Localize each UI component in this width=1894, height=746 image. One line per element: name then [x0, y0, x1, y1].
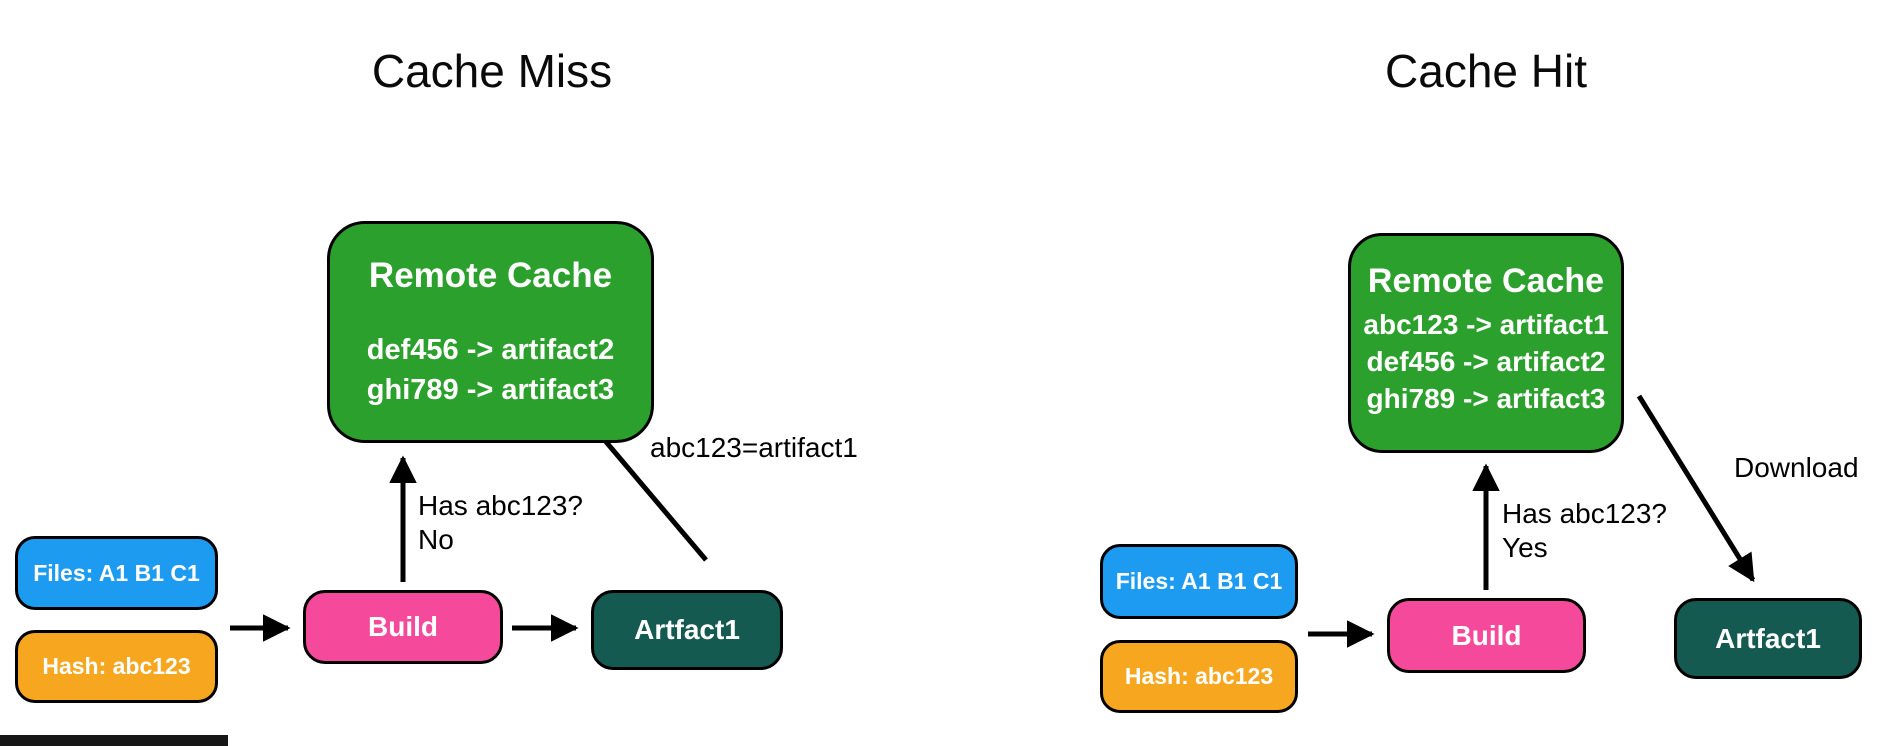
left-files-node: Files: A1 B1 C1: [15, 536, 218, 610]
right-remote-cache-node: Remote Cache abc123 -> artifact1 def456 …: [1348, 233, 1624, 453]
bottom-left-strip: [0, 735, 228, 746]
cache-entry: def456 -> artifact2: [1366, 345, 1606, 377]
left-diagram-title: Cache Miss: [371, 45, 613, 97]
cache-entry: ghi789 -> artifact3: [366, 374, 615, 407]
right-artifact-node: Artfact1: [1674, 598, 1862, 679]
right-hash-node: Hash: abc123: [1100, 640, 1298, 713]
right-files-node: Files: A1 B1 C1: [1100, 544, 1298, 619]
right-answer-label: Yes: [1502, 532, 1548, 563]
left-build-node: Build: [303, 590, 503, 664]
right-download-label: Download: [1734, 452, 1859, 483]
right-has-hash-label: Has abc123?: [1502, 498, 1668, 529]
right-diagram-title: Cache Hit: [1385, 45, 1587, 97]
right-remote-cache-entries: abc123 -> artifact1 def456 -> artifact2 …: [1363, 307, 1608, 418]
left-remote-cache-node: Remote Cache def456 -> artifact2 ghi789 …: [327, 221, 654, 443]
cache-entry: ghi789 -> artifact3: [1366, 382, 1606, 414]
left-hash-node: Hash: abc123: [15, 630, 218, 703]
left-remote-cache-entries: def456 -> artifact2 ghi789 -> artifact3: [367, 330, 614, 410]
right-remote-cache-title: Remote Cache: [1367, 262, 1605, 300]
left-upload-label: abc123=artifact1: [650, 432, 858, 463]
arrow-cache-to-artifact-download: [1636, 394, 1756, 583]
left-remote-cache-title: Remote Cache: [368, 256, 613, 295]
cache-entry: abc123 -> artifact1: [1363, 309, 1609, 340]
left-artifact-node: Artfact1: [591, 590, 783, 670]
left-answer-label: No: [418, 524, 454, 555]
cache-entry: def456 -> artifact2: [366, 334, 615, 366]
right-build-node: Build: [1387, 598, 1586, 673]
left-has-hash-label: Has abc123?: [418, 490, 584, 521]
